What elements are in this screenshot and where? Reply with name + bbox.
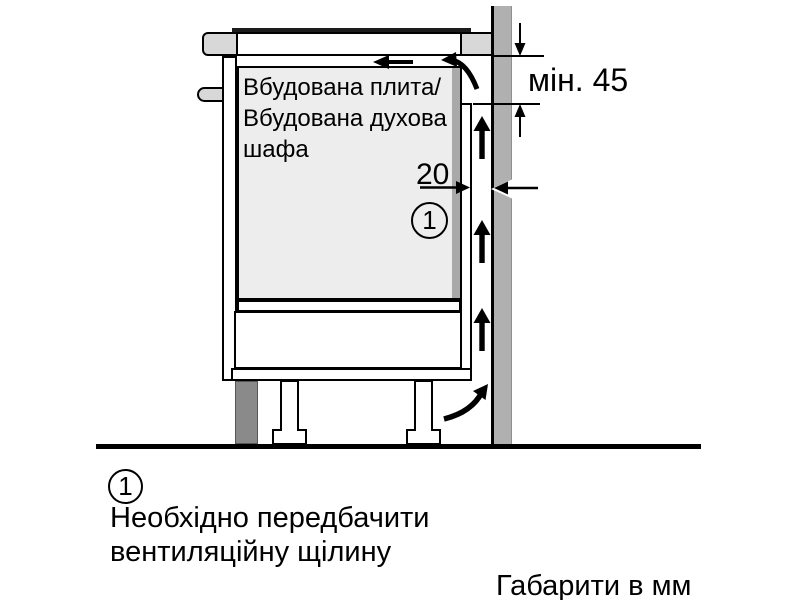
appliance-leg-rear [406,380,441,445]
appliance-leg-front [272,380,307,445]
appliance-label-line1: Вбудована плита/ [243,74,442,101]
dimension-label-20: 20 [416,158,450,191]
airflow-up-arrow-2 [473,220,491,263]
appliance-label-line2: Вбудована духова [243,105,447,132]
appliance-label: Вбудована плита/ Вбудована духова шафа [243,72,458,165]
footnote-text: Необхідно передбачити вентиляційну щілин… [110,501,430,569]
callout-marker-digit: 1 [422,205,437,235]
appliance-body [237,66,462,300]
plinth-panel [235,381,258,444]
worktop-front-edge [202,32,239,56]
worktop [236,32,462,56]
floor-line [96,444,701,449]
ventilation-channel [460,103,472,369]
worktop-rear-filler [459,32,493,56]
footnote-marker-1: 1 [108,469,143,504]
dimension-label-min45: мін. 45 [528,62,629,98]
wall [491,6,512,446]
dim-min45-down-arrow [514,23,526,56]
appliance-label-line3: шафа [243,136,309,163]
dim-min45-up-arrow [514,104,526,137]
units-note: Габарити в мм [496,570,692,600]
footnote-line1: Необхідно передбачити [110,502,430,534]
callout-marker-1: 1 [411,202,448,239]
footnote-marker-digit: 1 [118,471,133,501]
airflow-up-arrow-1 [473,116,491,159]
hob-surface [232,28,471,32]
cabinet-bottom-panel [231,368,472,381]
airflow-curve-bottom [443,384,488,422]
cabinet-front-frame [222,56,237,381]
plinth-drawer [234,311,462,369]
footnote-line2: вентиляційну щілину [110,536,392,568]
airflow-up-arrow-3 [473,308,491,351]
